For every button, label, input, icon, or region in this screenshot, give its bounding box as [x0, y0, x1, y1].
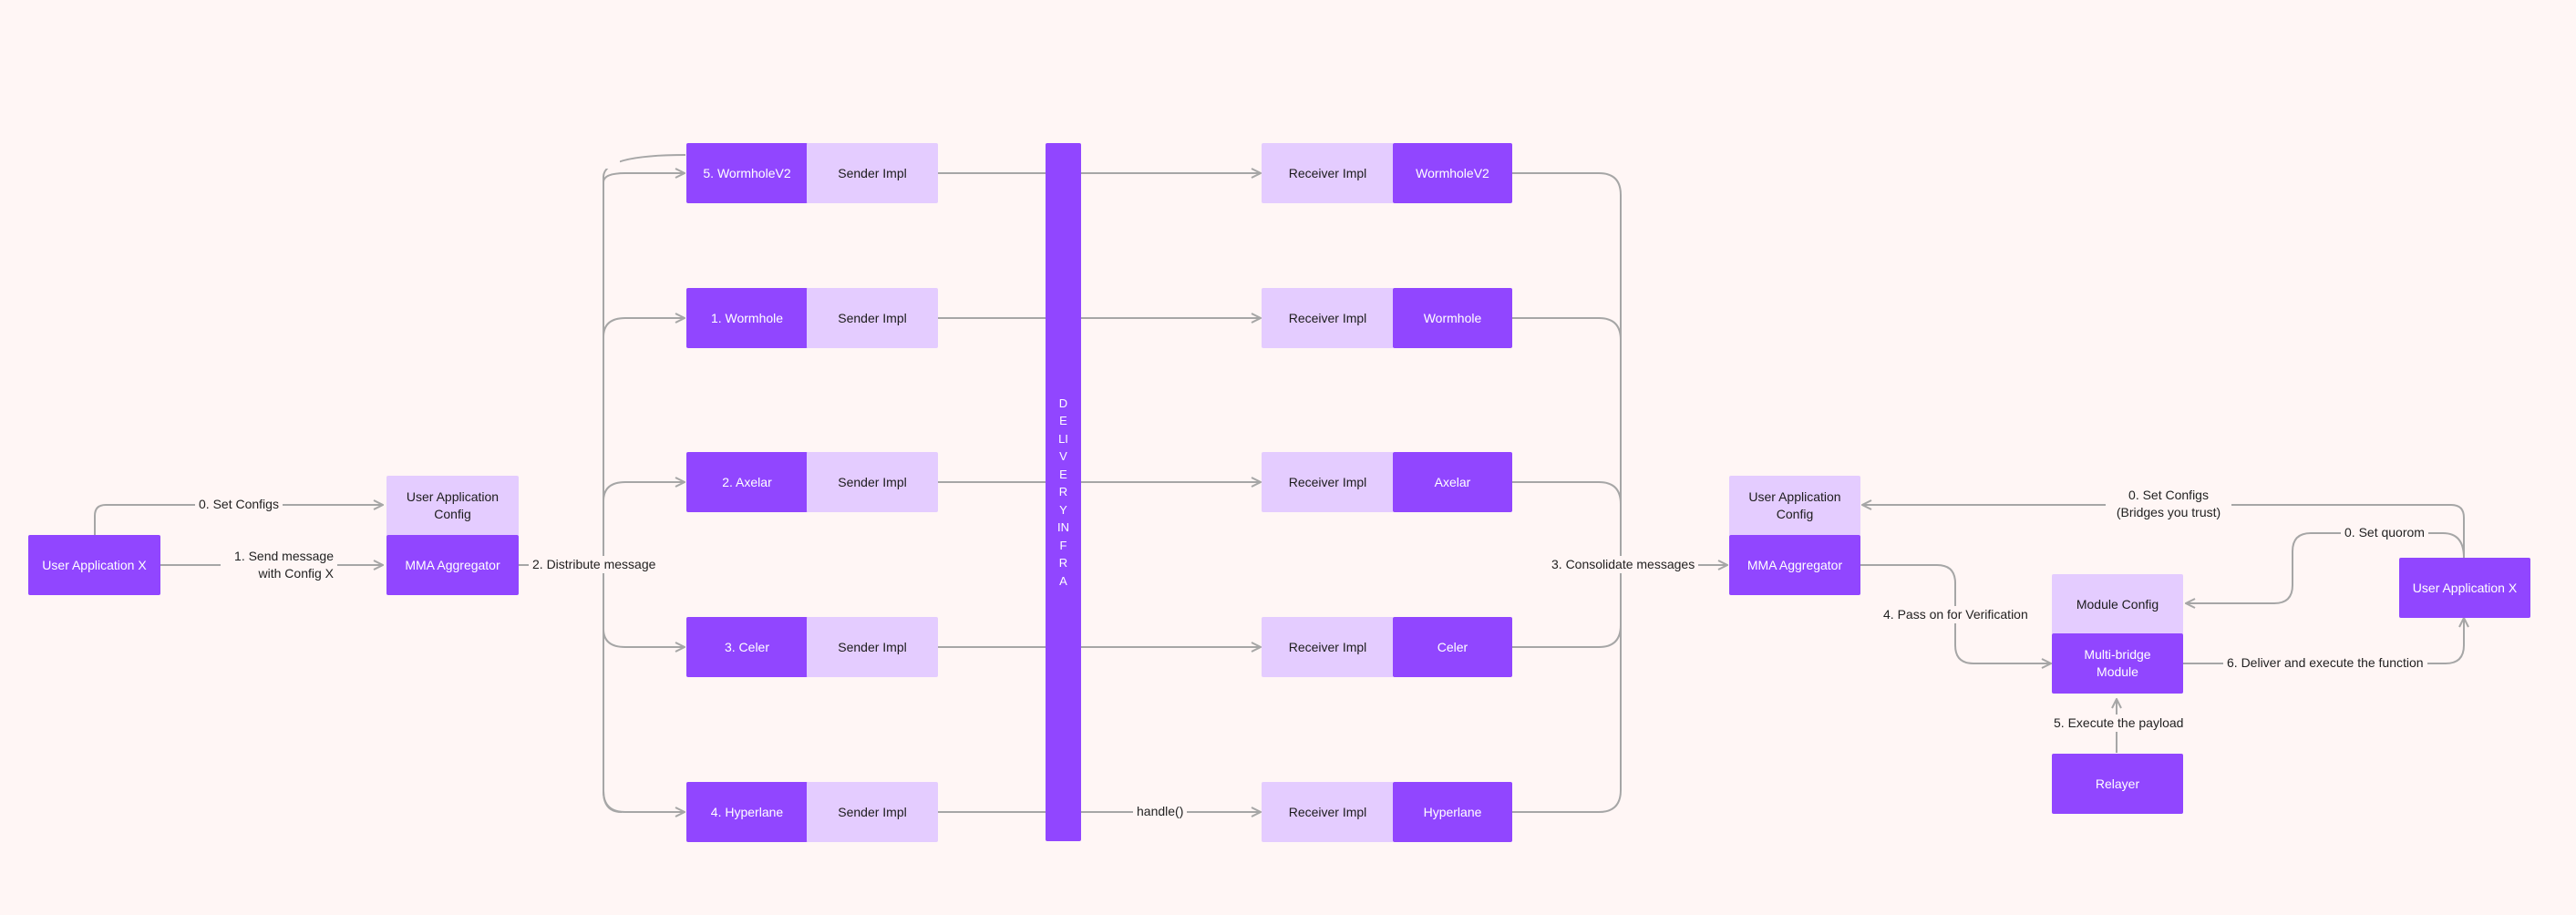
label-pass-verification: 4. Pass on for Verification — [1880, 606, 2032, 623]
receiver-impl-wormholev2: Receiver Impl — [1262, 143, 1394, 203]
sender-impl-label: Sender Impl — [838, 474, 907, 489]
receiver-hyperlane-label: Hyperlane — [1423, 804, 1482, 819]
label-set-configs-right: 0. Set Configs (Bridges you trust) — [2106, 487, 2231, 521]
receiver-wormholev2-label: WormholeV2 — [1416, 165, 1489, 180]
sender-impl-label: Sender Impl — [838, 639, 907, 654]
user-application-config-right-label: User Application Config — [1748, 489, 1841, 521]
bridge-hyperlane: 4. Hyperlane — [686, 782, 808, 842]
receiver-celer-label: Celer — [1437, 639, 1468, 654]
edge-to-celer — [603, 628, 685, 647]
label-execute-payload: 5. Execute the payload — [2050, 715, 2188, 732]
receiver-impl-label: Receiver Impl — [1288, 639, 1367, 654]
receiver-impl-label: Receiver Impl — [1288, 474, 1367, 489]
label-consolidate-messages: 3. Consolidate messages — [1548, 556, 1699, 573]
edge-to-axelar — [603, 482, 685, 502]
receiver-impl-axelar: Receiver Impl — [1262, 452, 1394, 512]
sender-impl-label: Sender Impl — [838, 310, 907, 325]
module-config: Module Config — [2052, 574, 2183, 634]
mma-aggregator-right-label: MMA Aggregator — [1747, 557, 1843, 572]
user-application-config-left: User Application Config — [386, 476, 519, 536]
relayer-label: Relayer — [2095, 776, 2140, 791]
delivery-infra: DELIVERY INFRA — [1046, 143, 1081, 841]
label-deliver-execute: 6. Deliver and execute the function — [2223, 654, 2427, 672]
mma-aggregator-right: MMA Aggregator — [1729, 535, 1860, 595]
user-application-x-left-label: User Application X — [42, 557, 147, 572]
sender-impl-celer: Sender Impl — [807, 617, 938, 677]
edge-consolidate-hyperlane — [1512, 565, 1622, 813]
bridge-celer: 3. Celer — [686, 617, 808, 677]
sender-impl-hyperlane: Sender Impl — [807, 782, 938, 842]
label-distribute-message: 2. Distribute message — [529, 556, 660, 573]
label-set-quorum: 0. Set quorom — [2341, 524, 2428, 541]
edge-consolidate-celer — [1512, 624, 1622, 648]
bridge-wormhole: 1. Wormhole — [686, 288, 808, 348]
bridge-axelar: 2. Axelar — [686, 452, 808, 512]
module-config-label: Module Config — [2076, 596, 2159, 612]
edge-to-wormholev2 — [603, 173, 685, 183]
receiver-celer: Celer — [1393, 617, 1512, 677]
edge-set-quorum — [2186, 532, 2465, 603]
label-handle: handle() — [1133, 803, 1188, 820]
receiver-impl-celer: Receiver Impl — [1262, 617, 1394, 677]
receiver-impl-label: Receiver Impl — [1288, 165, 1367, 180]
receiver-axelar-label: Axelar — [1434, 474, 1471, 489]
edge-consolidate-wormholev2 — [1512, 172, 1622, 565]
receiver-wormhole: Wormhole — [1393, 288, 1512, 348]
edge-set-configs-left — [94, 505, 383, 535]
edge-to-hyperlane — [603, 790, 685, 812]
bridge-wormholev2-label: 5. WormholeV2 — [703, 165, 791, 180]
label-set-configs-left: 0. Set Configs — [195, 496, 283, 513]
sender-impl-label: Sender Impl — [838, 804, 907, 819]
receiver-wormholev2: WormholeV2 — [1393, 143, 1512, 203]
sender-impl-wormhole: Sender Impl — [807, 288, 938, 348]
relayer: Relayer — [2052, 754, 2183, 814]
edge-set-configs-right — [1862, 505, 2465, 558]
multi-bridge-module-label: Multi-bridge Module — [2084, 647, 2151, 679]
receiver-impl-wormhole: Receiver Impl — [1262, 288, 1394, 348]
edge-consolidate-axelar — [1512, 481, 1622, 505]
mma-aggregator-left: MMA Aggregator — [386, 535, 519, 595]
mma-aggregator-left-label: MMA Aggregator — [405, 557, 500, 572]
user-application-config-right: User Application Config — [1729, 476, 1860, 536]
receiver-hyperlane: Hyperlane — [1393, 782, 1512, 842]
receiver-impl-label: Receiver Impl — [1288, 804, 1367, 819]
receiver-impl-hyperlane: Receiver Impl — [1262, 782, 1394, 842]
edge-deliver-execute — [2183, 618, 2464, 664]
multi-bridge-module: Multi-bridge Module — [2052, 633, 2183, 694]
bridge-wormholev2: 5. WormholeV2 — [686, 143, 808, 203]
bridge-axelar-label: 2. Axelar — [722, 474, 772, 489]
sender-impl-label: Sender Impl — [838, 165, 907, 180]
sender-impl-wormholev2: Sender Impl — [807, 143, 938, 203]
receiver-wormhole-label: Wormhole — [1423, 310, 1482, 325]
edge-to-wormhole — [603, 318, 685, 338]
sender-impl-axelar: Sender Impl — [807, 452, 938, 512]
delivery-infra-label: DELIVERY INFRA — [1057, 396, 1069, 588]
bridge-wormhole-label: 1. Wormhole — [710, 310, 784, 325]
user-application-x-right: User Application X — [2399, 558, 2530, 618]
user-application-x-left: User Application X — [28, 535, 160, 595]
receiver-impl-label: Receiver Impl — [1288, 310, 1367, 325]
user-application-x-right-label: User Application X — [2412, 580, 2518, 595]
bridge-hyperlane-label: 4. Hyperlane — [710, 804, 784, 819]
user-application-config-left-label: User Application Config — [406, 489, 500, 521]
receiver-axelar: Axelar — [1393, 452, 1512, 512]
label-send-message: 1. Send message with Config X — [221, 548, 337, 582]
edge-consolidate-wormhole — [1512, 317, 1622, 341]
bridge-celer-label: 3. Celer — [724, 639, 770, 654]
